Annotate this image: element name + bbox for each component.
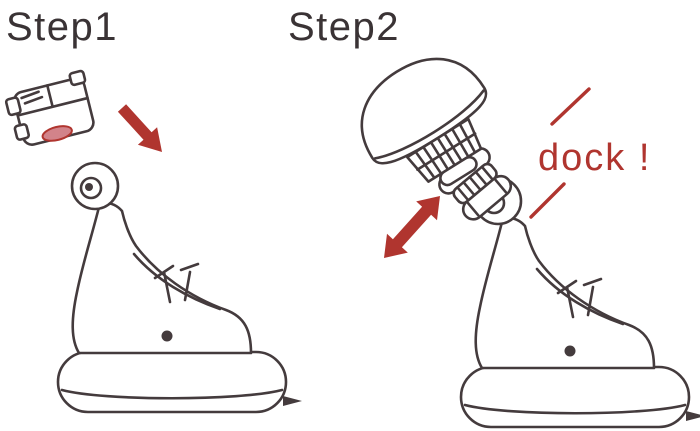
step2-label: Step2 (288, 5, 400, 49)
cradle-stand-left (56, 161, 304, 414)
emphasis-slash-top-icon (550, 87, 591, 126)
down-arrow-icon (117, 104, 162, 152)
dock-label: dock ! (538, 137, 651, 179)
knob-icon (360, 57, 488, 187)
magnet-pad (41, 125, 73, 142)
step1-label: Step1 (6, 5, 118, 49)
cradle-stand-right (459, 176, 700, 429)
double-arrow-icon (384, 196, 440, 258)
emphasis-slash-bottom-icon (529, 182, 566, 219)
mount-plate-icon (4, 69, 95, 146)
